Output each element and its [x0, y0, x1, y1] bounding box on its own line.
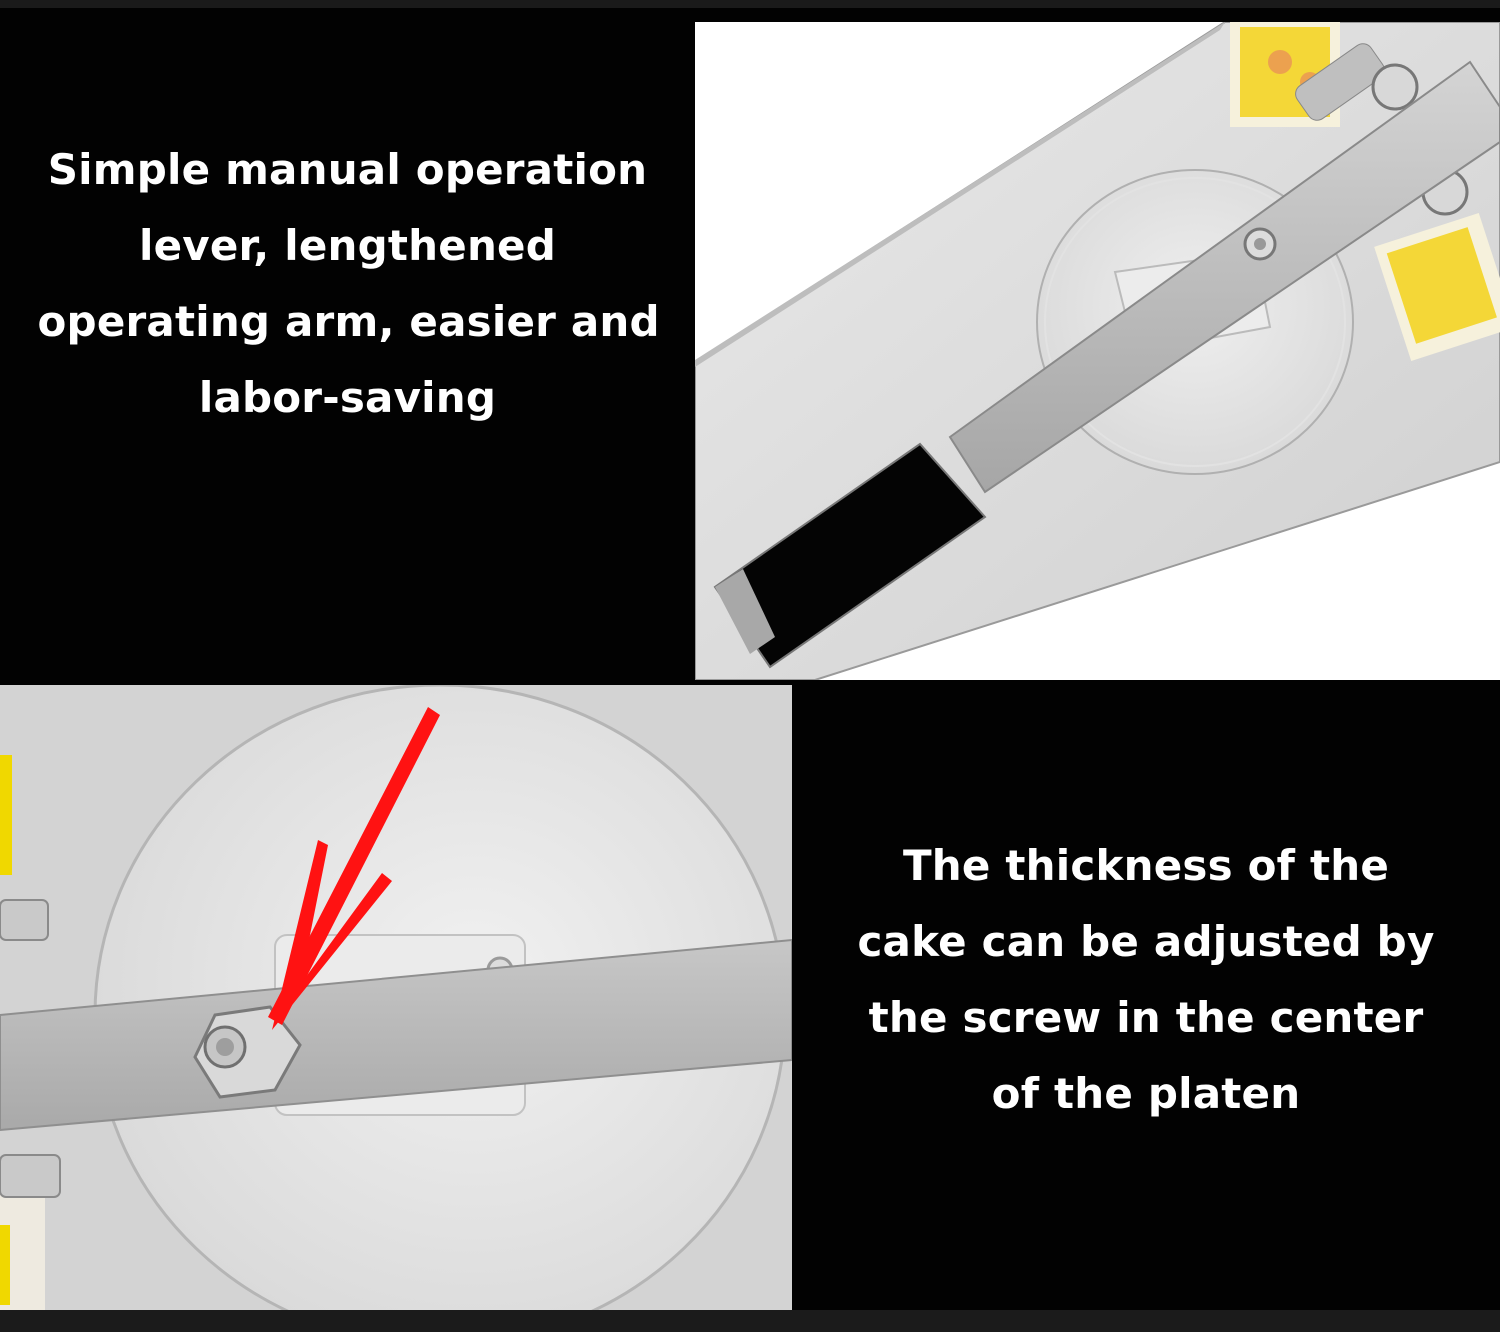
screw-caption: The thickness of the cake can be adjuste… [826, 828, 1466, 1132]
lever-caption: Simple manual operation lever, lengthene… [37, 132, 660, 436]
press-lever-illustration [695, 22, 1500, 680]
lever-caption-line: lever, lengthened [138, 221, 557, 270]
platen-screw-illustration [0, 685, 792, 1310]
red-arrow [268, 707, 440, 1030]
warning-label [0, 755, 12, 875]
screw-caption-line: The thickness of the [902, 841, 1390, 890]
lever-caption-line: labor-saving [198, 373, 497, 422]
lever-caption-line: operating arm, easier and [37, 297, 660, 346]
screw-caption-panel: The thickness of the cake can be adjuste… [792, 685, 1500, 1310]
top-border [0, 0, 1500, 8]
operating-arm [948, 60, 1500, 494]
press-lever-photo [695, 22, 1500, 680]
platen-screw-photo [0, 685, 792, 1310]
bottom-border [0, 1310, 1500, 1332]
screw-caption-line: the screw in the center [868, 993, 1424, 1042]
screw-caption-line: cake can be adjusted by [857, 917, 1435, 966]
screw-caption-line: of the platen [991, 1069, 1301, 1118]
lever-caption-panel: Simple manual operation lever, lengthene… [0, 8, 695, 680]
lever-caption-line: Simple manual operation [47, 145, 648, 194]
operating-arm [0, 938, 792, 1132]
